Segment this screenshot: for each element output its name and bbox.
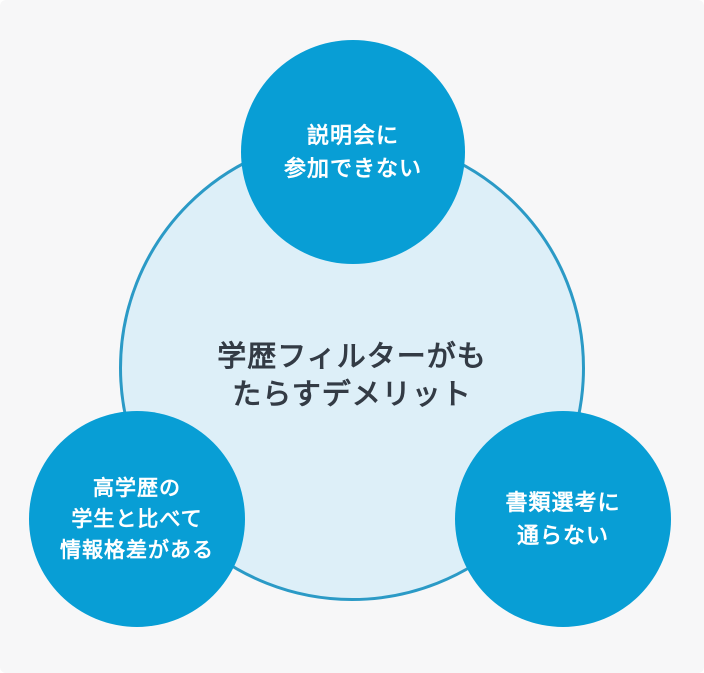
diagram-title-line-2: たらすデメリット [232,379,472,411]
node-top-line-2: 参加できない [283,156,422,181]
node-bottom-right-line-1: 書類選考に [505,490,621,515]
node-bottom-right-label: 書類選考に 通らない [505,486,620,552]
diagram-title-line-1: 学歴フィルターがも [217,341,487,373]
node-bottom-left-line-2: 学生と比べて [71,507,203,531]
node-bottom-left-line-3: 情報格差がある [60,538,214,562]
node-bottom-left-circle: 高学歴の 学生と比べて 情報格差がある [29,411,245,627]
node-top-line-1: 説明会に [306,123,399,148]
node-bottom-right-circle: 書類選考に 通らない [455,411,671,627]
node-top-circle: 説明会に 参加できない [241,40,465,264]
node-top-label: 説明会に 参加できない [284,119,422,185]
node-bottom-left-line-1: 高学歴の [93,476,181,500]
node-bottom-right-line-2: 通らない [516,523,609,548]
node-bottom-left-label: 高学歴の 学生と比べて 情報格差がある [60,473,214,566]
diagram-title: 学歴フィルターがも たらすデメリット [0,338,704,414]
